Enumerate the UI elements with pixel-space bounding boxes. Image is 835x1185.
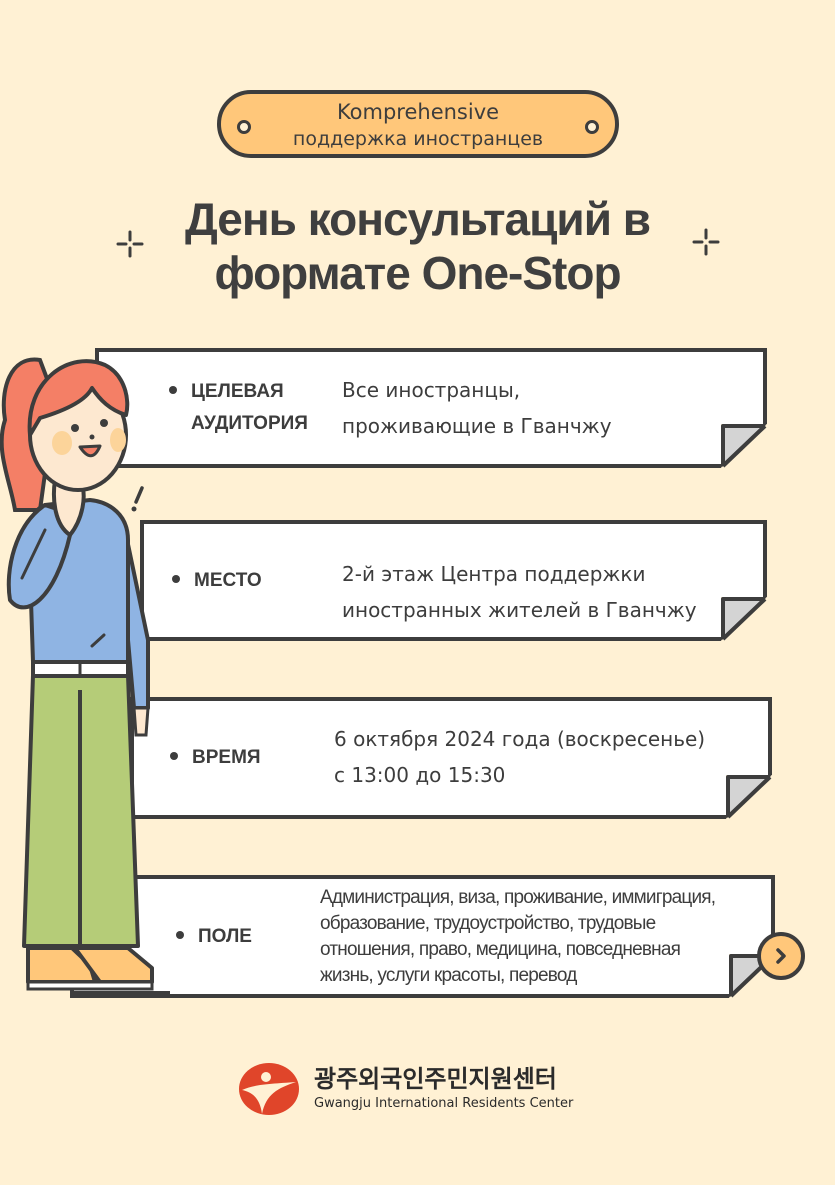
bullet-icon	[176, 930, 184, 939]
next-page-button[interactable]	[757, 932, 805, 980]
bullet-icon	[170, 751, 178, 760]
badge-line-1: Komprehensive	[336, 100, 500, 124]
bullet-icon	[169, 385, 177, 394]
org-name-english: Gwangju International Residents Center	[314, 1096, 574, 1111]
info-card-location: МЕСТО 2-й этаж Центра поддержки иностран…	[140, 520, 767, 641]
bullet-icon	[172, 574, 180, 583]
card-value: Администрация, виза, проживание, иммигра…	[320, 887, 716, 986]
page-fold-icon	[726, 775, 772, 819]
header-badge: Komprehensive поддержка иностранцев	[217, 90, 619, 158]
sparkle-icon	[116, 230, 144, 258]
card-label: ЦЕЛЕВАЯ АУДИТОРИЯ	[169, 378, 308, 438]
chevron-right-icon	[776, 948, 786, 964]
org-footer: 광주외국인주민지원센터 Gwangju International Reside…	[238, 1062, 618, 1118]
card-label: ВРЕМЯ	[170, 744, 261, 772]
info-card-field: ПОЛЕ Администрация, виза, проживание, им…	[70, 875, 775, 998]
page-fold-icon	[721, 424, 767, 468]
sparkle-icon	[692, 228, 720, 256]
badge-dot-right-icon	[585, 120, 599, 134]
info-card-audience: ЦЕЛЕВАЯ АУДИТОРИЯ Все иностранцы, прожив…	[95, 348, 767, 468]
page-title: День консультаций в формате One-Stop	[0, 192, 835, 300]
badge-line-2: поддержка иностранцев	[292, 128, 544, 150]
card-value: Все иностранцы, проживающие в Гванчжу	[342, 378, 612, 438]
title-line-2: формате One-Stop	[214, 247, 621, 299]
card-value: 2-й этаж Центра поддержки иностранных жи…	[342, 562, 697, 622]
page-fold-icon	[721, 597, 767, 641]
org-name-korean: 광주외국인주민지원센터	[314, 1065, 557, 1093]
gwangju-center-logo-icon	[239, 1063, 299, 1115]
badge-dot-left-icon	[237, 120, 251, 134]
card-label: ПОЛЕ	[176, 923, 252, 951]
card-label: МЕСТО	[172, 567, 262, 595]
card-value: 6 октября 2024 года (воскресенье) с 13:0…	[334, 727, 706, 787]
title-line-1: День консультаций в	[184, 193, 651, 245]
info-card-time: ВРЕМЯ 6 октября 2024 года (воскресенье) …	[130, 697, 772, 819]
woman-thinking-illustration	[0, 357, 170, 995]
